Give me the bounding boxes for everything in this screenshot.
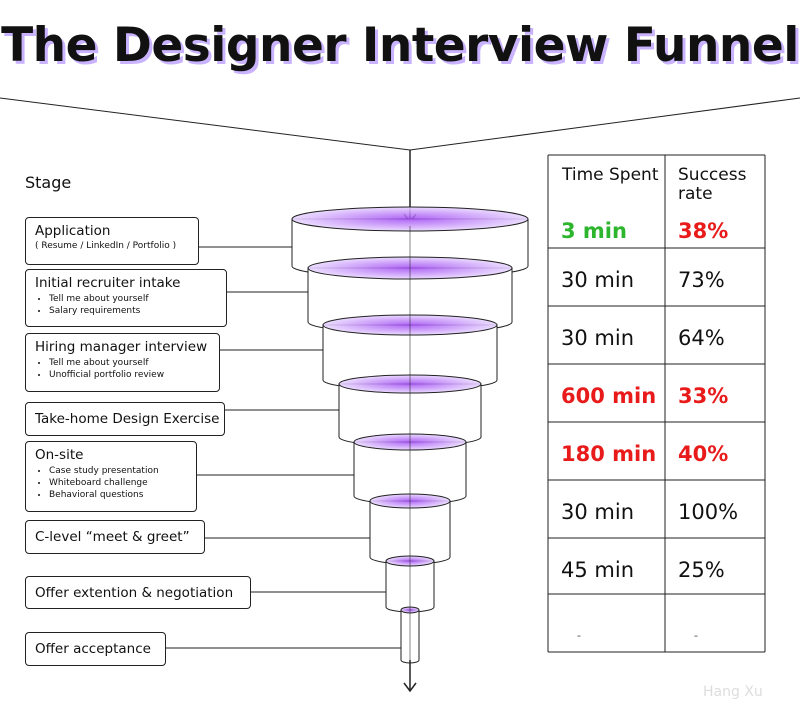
stage-bullet: Behavioral questions [49,489,187,501]
stage-bullet: Salary requirements [49,305,217,317]
time-spent-value: 45 min [561,558,634,582]
stage-bullet: Tell me about yourself [49,293,217,305]
success-rate-value: 40% [678,442,729,466]
stage-bullet: Case study presentation [49,465,187,477]
time-spent-value: 180 min [561,442,657,466]
page-title: The Designer Interview Funnel [1,18,799,73]
stage-box: On-siteCase study presentationWhiteboard… [25,441,197,512]
stage-name: C-level “meet & greet” [35,529,190,545]
stage-bullet: Whiteboard challenge [49,477,187,489]
stage-name: Offer acceptance [35,641,151,657]
time-spent-value: 600 min [561,384,657,408]
stage-name: Offer extention & negotiation [35,585,234,601]
stage-bullet-list: Tell me about yourselfSalary requirement… [35,293,217,317]
stage-box: Take-home Design Exercise [25,402,225,436]
stage-subtitle: ( Resume / LinkedIn / Portfolio ) [35,241,177,251]
stage-bullet: Unofficial portfolio review [49,369,210,381]
stage-name: Take-home Design Exercise [35,411,220,427]
stage-name: On-site [35,447,84,463]
stage-bullet: Tell me about yourself [49,357,210,369]
time-spent-value: - [577,629,581,642]
funnel-mouth-left-line [0,97,411,151]
success-rate-value: 33% [678,384,729,408]
stage-name: Hiring manager interview [35,339,208,355]
stage-name: Application [35,223,111,239]
stage-box: Hiring manager interviewTell me about yo… [25,333,220,392]
success-rate-value: - [694,629,698,642]
stage-name: Initial recruiter intake [35,275,181,291]
success-rate-value: 100% [678,500,739,524]
time-spent-header: Time Spent [562,165,659,185]
stage-box: C-level “meet & greet” [25,520,205,554]
stage-bullet-list: Case study presentationWhiteboard challe… [35,465,187,501]
success-rate-header: Success rate [678,165,747,204]
success-rate-value: 38% [678,219,729,243]
success-rate-value: 73% [678,268,725,292]
stage-column-header: Stage [25,173,72,192]
author-credit: Hang Xu [703,684,763,700]
success-rate-value: 64% [678,326,725,350]
funnel-exit-arrow-head [403,682,417,693]
stage-box: Offer extention & negotiation [25,576,251,609]
time-spent-value: 3 min [561,219,627,243]
funnel-mouth-right-line [409,97,800,151]
time-spent-value: 30 min [561,268,634,292]
stage-box: Application ( Resume / LinkedIn / Portfol… [25,217,199,265]
stage-bullet-list: Tell me about yourselfUnofficial portfol… [35,357,210,381]
stage-box: Offer acceptance [25,632,166,666]
time-spent-value: 30 min [561,500,634,524]
time-spent-value: 30 min [561,326,634,350]
success-rate-value: 25% [678,558,725,582]
stage-box: Initial recruiter intakeTell me about yo… [25,269,227,327]
